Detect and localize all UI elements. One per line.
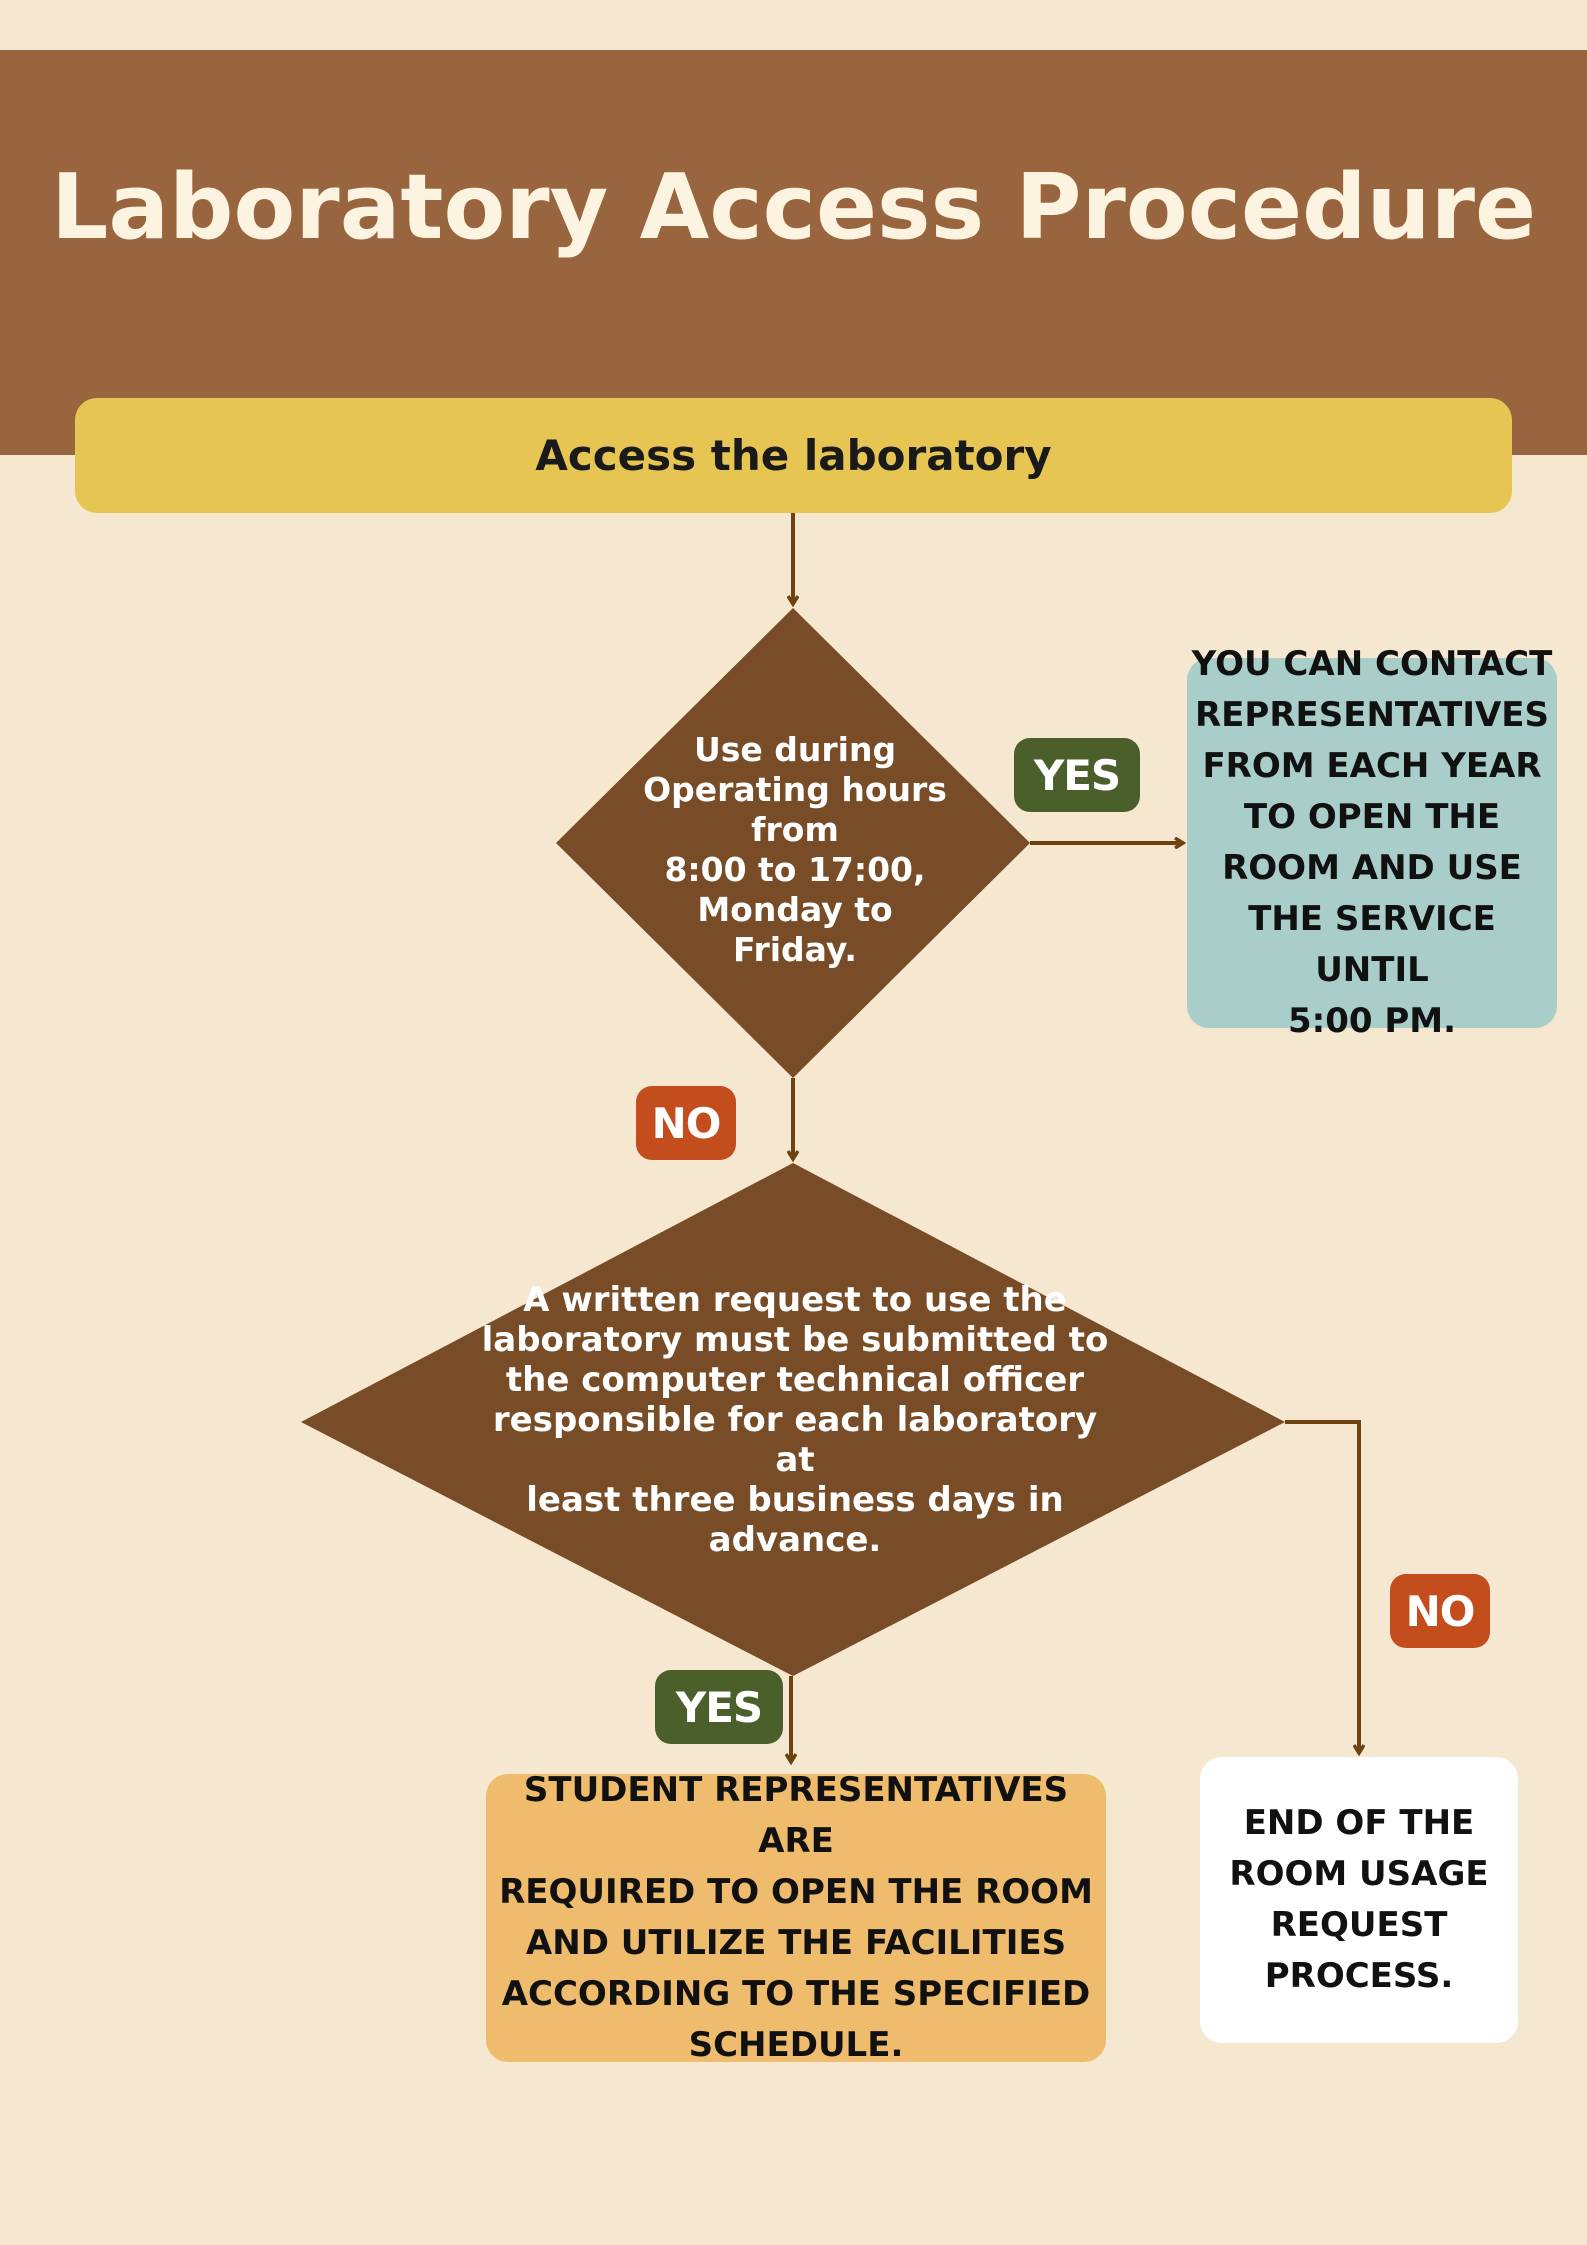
outcome-end-line: REQUEST — [1270, 1905, 1448, 1945]
decision-request-line: laboratory must be submitted to — [481, 1320, 1109, 1360]
decision-hours-line: Operating hours — [643, 770, 947, 809]
no-badge-request: NO — [1390, 1574, 1490, 1648]
start-step-box: Access the laboratory — [75, 398, 1512, 513]
decision-request-line: least three business days in — [526, 1480, 1064, 1520]
page-title: Laboratory Access Procedure — [50, 155, 1537, 260]
outcome-student-line: SCHEDULE. — [688, 2025, 904, 2065]
decision-hours-text: Use during Operating hours from 8:00 to … — [620, 700, 970, 1000]
decision-diamond-request — [301, 1163, 1285, 1676]
decision-request-line: A written request to use the — [523, 1280, 1067, 1320]
yes-badge-hours: YES — [1014, 738, 1140, 812]
decision-request-line: advance. — [708, 1520, 882, 1560]
decision-diamond-hours — [556, 608, 1030, 1078]
connector-decision2-no — [1285, 1420, 1359, 1753]
outcome-contact-line: YOU CAN CONTACT — [1191, 644, 1553, 684]
outcome-end-line: PROCESS. — [1264, 1956, 1454, 1996]
yes-badge-request: YES — [655, 1670, 783, 1744]
outcome-contact-box: YOU CAN CONTACT REPRESENTATIVES FROM EAC… — [1187, 644, 1557, 1041]
decision-request-line: the computer technical officer — [505, 1360, 1085, 1400]
outcome-contact-line: FROM EACH YEAR — [1202, 746, 1542, 786]
outcome-end-box: END OF THE ROOM USAGE REQUEST PROCESS. — [1200, 1757, 1518, 2043]
decision-hours-line: Friday. — [733, 930, 857, 969]
decision-hours-line: Use during — [693, 730, 897, 769]
header-band — [0, 50, 1587, 455]
decision-hours-line: from — [751, 810, 839, 849]
outcome-contact-line: 5:00 PM. — [1287, 1001, 1457, 1041]
outcome-student-line: REQUIRED TO OPEN THE ROOM — [499, 1872, 1093, 1912]
decision-request-text: A written request to use the laboratory … — [470, 1280, 1120, 1560]
outcome-end-line: ROOM USAGE — [1229, 1854, 1489, 1894]
outcome-contact-line: THE SERVICE UNTIL — [1248, 899, 1496, 990]
outcome-student-box: STUDENT REPRESENTATIVES ARE REQUIRED TO … — [486, 1770, 1106, 2065]
outcome-contact-line: TO OPEN THE — [1243, 797, 1501, 837]
outcome-contact-line: ROOM AND USE — [1222, 848, 1522, 888]
outcome-end-line: END OF THE — [1243, 1803, 1475, 1843]
outcome-student-line: AND UTILIZE THE FACILITIES — [525, 1923, 1067, 1963]
no-badge-hours: NO — [636, 1086, 736, 1160]
start-step-label: Access the laboratory — [535, 431, 1052, 480]
decision-hours-line: Monday to — [697, 890, 893, 929]
outcome-contact-line: REPRESENTATIVES — [1195, 695, 1549, 735]
decision-hours-line: 8:00 to 17:00, — [664, 850, 926, 889]
outcome-student-line: ACCORDING TO THE SPECIFIED — [501, 1974, 1091, 2014]
outcome-student-line: STUDENT REPRESENTATIVES ARE — [523, 1770, 1069, 1861]
decision-request-line: responsible for each laboratory at — [492, 1400, 1098, 1480]
